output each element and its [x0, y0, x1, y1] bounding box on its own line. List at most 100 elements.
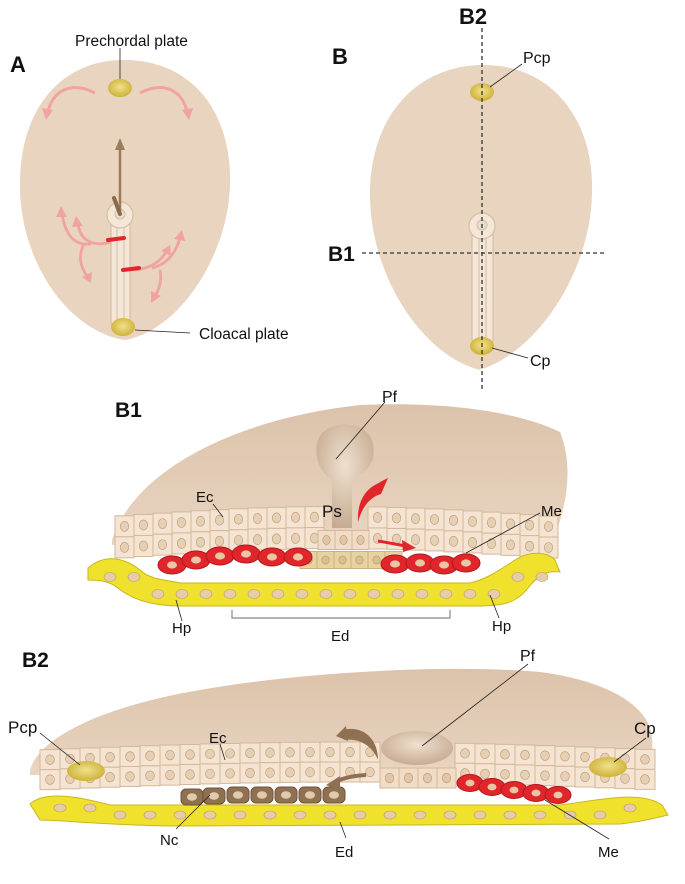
cell-nucleus [620, 773, 630, 784]
cell-nucleus [120, 520, 129, 532]
cranial-migration-arrow-right [139, 86, 189, 113]
cell-nucleus [580, 771, 590, 783]
cell-nucleus [468, 516, 477, 527]
cell-nucleus [253, 513, 262, 524]
cell-nucleus [553, 791, 563, 799]
hypoblast-nucleus [487, 589, 501, 599]
hypoblast-nucleus [271, 589, 285, 599]
cell-nucleus [281, 791, 291, 799]
cell-nucleus [487, 538, 496, 549]
cell-nucleus [305, 747, 315, 758]
cell-nucleus [560, 751, 570, 762]
endoderm-nucleus [383, 810, 397, 820]
endoderm-nucleus [143, 810, 157, 820]
cell-nucleus [531, 789, 541, 797]
cell-nucleus [305, 767, 315, 778]
endoderm-nucleus [443, 810, 457, 820]
cell-nucleus [487, 783, 497, 791]
cell-nucleus [373, 512, 382, 523]
cell-nucleus [560, 771, 570, 782]
endoderm-nucleus [353, 810, 367, 820]
cell-nucleus [215, 552, 225, 560]
prechordal-plate-b2 [67, 761, 105, 781]
mesoderm-b1 [157, 544, 481, 575]
cell-nucleus [520, 749, 530, 761]
cell-nucleus [191, 556, 201, 564]
hp-label-right: Hp [492, 618, 511, 635]
invagination-arrow-b2-icon [343, 728, 378, 760]
cell-nucleus [487, 517, 496, 528]
migration-arrow-icon [402, 540, 416, 552]
endoderm-nucleus [593, 810, 607, 820]
cell-nucleus [460, 748, 470, 759]
cloacal-plate-a [111, 318, 135, 336]
cell-nucleus [525, 540, 534, 552]
panel-a [19, 48, 231, 340]
cell-nucleus [404, 772, 413, 784]
cell-nucleus [215, 535, 224, 547]
cell-nucleus [234, 513, 243, 525]
cloacal-plate-label: Cloacal plate [199, 326, 289, 343]
endoderm-nucleus [173, 810, 187, 820]
cell-nucleus [196, 536, 205, 548]
cell-nucleus [525, 519, 534, 531]
cell-nucleus [580, 751, 590, 763]
hypoblast-nucleus [367, 589, 381, 599]
cell-nucleus [65, 753, 75, 764]
cloacal-plate-b2 [589, 757, 627, 777]
cell-nucleus [267, 553, 277, 561]
cell-nucleus [205, 748, 215, 760]
cell-nucleus [105, 772, 115, 783]
cell-nucleus [285, 747, 295, 758]
cp-label-b2: Cp [634, 719, 656, 738]
cell-nucleus [430, 535, 439, 546]
hypoblast-nucleus [223, 589, 237, 599]
hypoblast-nucleus [439, 589, 453, 599]
cell-nucleus [158, 539, 167, 551]
cell-nucleus [640, 774, 650, 785]
endoderm-nucleus [83, 803, 97, 813]
cell-nucleus [500, 749, 510, 760]
cell-nucleus [322, 535, 331, 545]
hypoblast-nucleus [175, 589, 189, 599]
cell-nucleus [291, 533, 300, 544]
cell-nucleus [165, 750, 175, 761]
cell-nucleus [272, 512, 281, 524]
cell-nucleus [145, 770, 155, 781]
cell-nucleus [145, 750, 155, 761]
nc-label-b2: Nc [160, 832, 179, 849]
cell-nucleus [506, 539, 515, 551]
cell-nucleus [411, 534, 420, 545]
endoderm-nucleus [263, 810, 277, 820]
prechordal-plate-label: Prechordal plate [75, 33, 188, 50]
hypoblast-cells-b1 [103, 572, 549, 599]
cell-nucleus [385, 772, 394, 784]
cell-nucleus [291, 512, 300, 523]
cell-nucleus [430, 514, 439, 525]
cell-nucleus [442, 772, 451, 784]
cell-nucleus [372, 555, 381, 565]
hypoblast-nucleus [199, 589, 213, 599]
endoderm-nucleus [233, 810, 247, 820]
cell-nucleus [411, 513, 420, 524]
cell-nucleus [325, 746, 335, 758]
endoderm-nucleus [203, 810, 217, 820]
cell-nucleus [310, 511, 319, 523]
panel-b2 [29, 663, 669, 840]
ectoderm-b2 [39, 741, 656, 791]
hypoblast-nucleus [535, 572, 549, 582]
panel-label-a: A [10, 52, 26, 77]
cell-nucleus [461, 559, 471, 567]
prechordal-plate-a [108, 79, 132, 97]
cell-nucleus [272, 533, 281, 545]
endoderm-nucleus [413, 810, 427, 820]
endoderm-nucleus [323, 810, 337, 820]
invagination-arrow-icon [357, 482, 381, 522]
hypoblast-nucleus [463, 589, 477, 599]
cell-nucleus [215, 514, 224, 526]
endoderm-nucleus [503, 810, 517, 820]
me-label-b2: Me [598, 844, 619, 861]
cell-nucleus [640, 754, 650, 765]
primitive-streak-b1 [316, 424, 374, 528]
cell-nucleus [285, 767, 295, 778]
